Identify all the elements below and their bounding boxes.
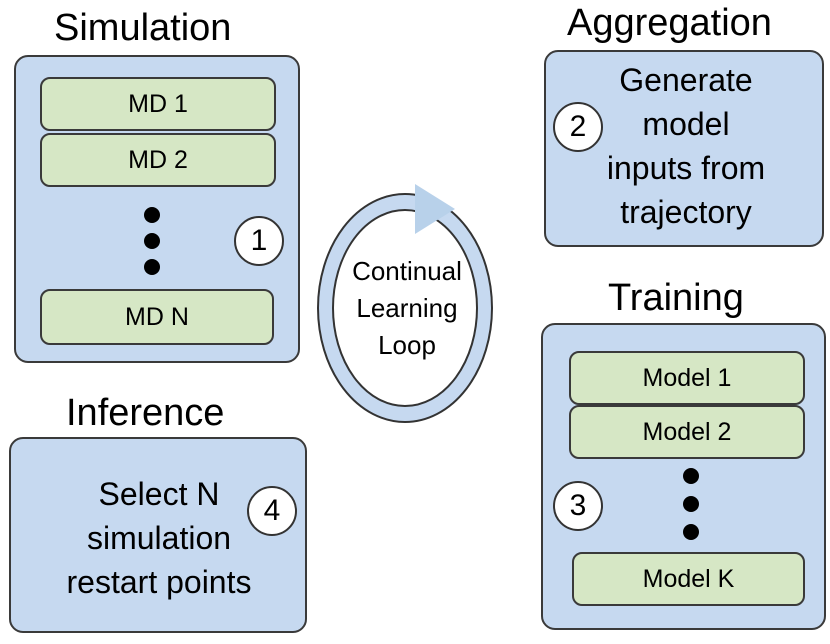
aggregation-line: Generate — [619, 62, 753, 98]
ellipsis-dot — [144, 233, 160, 249]
loop-inner-circle — [332, 209, 478, 407]
aggregation-line: model — [642, 106, 730, 142]
inference-line: simulation — [86, 520, 232, 556]
loop-label-line: Continual — [352, 256, 462, 286]
loop-label-line: Learning — [356, 293, 458, 323]
training-title: Training — [608, 277, 744, 319]
inference-line: restart points — [66, 564, 252, 600]
ellipsis-dot — [144, 259, 160, 275]
step-2-badge: 2 — [553, 102, 603, 152]
ellipsis-dot — [144, 207, 160, 223]
model-2-box: Model 2 — [569, 405, 805, 459]
inference-line: Select N — [98, 476, 220, 512]
inference-description: Select N simulation restart points — [39, 472, 279, 604]
md-1-box: MD 1 — [40, 77, 276, 131]
model-k-box: Model K — [572, 552, 805, 606]
simulation-panel: MD 1 MD 2 1 MD N — [14, 55, 300, 363]
aggregation-line: inputs from — [606, 150, 766, 186]
step-3-badge: 3 — [553, 481, 603, 531]
loop-label-line: Loop — [378, 330, 436, 360]
md-2-box: MD 2 — [40, 133, 276, 187]
ellipsis-dot — [683, 524, 699, 540]
inference-panel: Select N simulation restart points 4 — [9, 437, 307, 633]
aggregation-line: trajectory — [620, 194, 752, 230]
inference-title: Inference — [66, 392, 225, 434]
model-1-box: Model 1 — [569, 351, 805, 405]
continual-learning-loop — [317, 184, 493, 423]
aggregation-description: Generate model inputs from trajectory — [591, 58, 781, 234]
aggregation-title: Aggregation — [567, 2, 772, 44]
step-4-badge: 4 — [247, 486, 297, 536]
ellipsis-dot — [683, 468, 699, 484]
ellipsis-dot — [683, 496, 699, 512]
training-panel: Model 1 Model 2 3 Model K — [541, 323, 826, 630]
aggregation-panel: 2 Generate model inputs from trajectory — [544, 50, 824, 247]
step-1-badge: 1 — [234, 216, 284, 266]
loop-arrow-head — [415, 184, 455, 234]
md-n-box: MD N — [40, 289, 274, 345]
loop-label: Continual Learning Loop — [322, 253, 492, 364]
simulation-title: Simulation — [54, 7, 232, 49]
